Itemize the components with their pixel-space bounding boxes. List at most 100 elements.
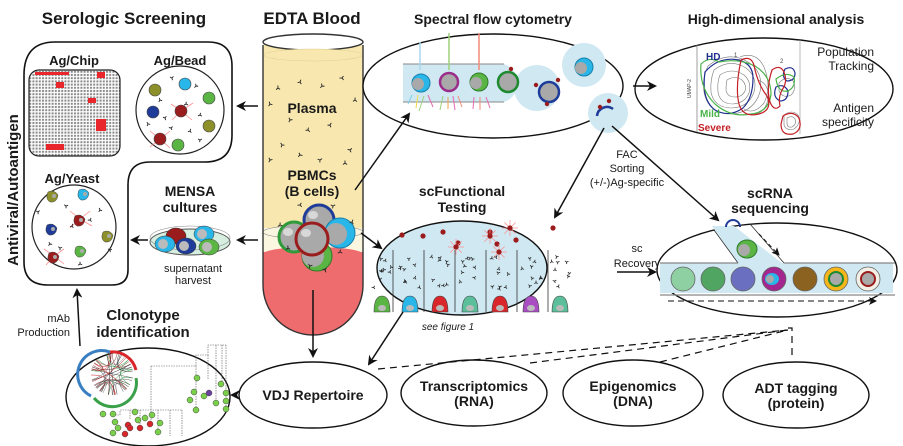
circos-chord xyxy=(120,360,131,386)
lineage-tree-branch xyxy=(195,345,227,410)
circos-plot xyxy=(76,349,138,409)
circos-chord xyxy=(91,359,104,371)
antibody-icon xyxy=(87,217,92,222)
mensa-petri-dish xyxy=(149,225,231,256)
epigenomics-label-line2: (DNA) xyxy=(613,393,653,409)
fac-sorting-line1: FAC xyxy=(616,149,637,161)
antiviral-autoantigen-label: Antiviral/Autoantigen xyxy=(5,114,22,266)
cell-nucleus xyxy=(378,305,386,311)
clonotype-title-line2: identification xyxy=(96,324,189,341)
antibody-icon xyxy=(297,152,303,158)
ag-bead-label: Ag/Bead xyxy=(154,53,207,68)
antibody-icon xyxy=(327,122,332,128)
antibody-icon xyxy=(534,280,538,285)
antibody-icon xyxy=(429,254,434,259)
arrow-pbmc-to-flow xyxy=(354,112,411,191)
lineage-node xyxy=(222,405,230,413)
lineage-node xyxy=(186,396,194,404)
antigen-marker xyxy=(507,225,513,231)
antigen-marker xyxy=(440,229,446,235)
circos-chord xyxy=(117,354,133,372)
antibody-icon xyxy=(520,266,525,271)
scrna-title-line1: scRNA xyxy=(747,185,793,201)
ag-chip-array xyxy=(28,69,121,157)
fac-sorting-line2: Sorting xyxy=(610,163,645,175)
antibody-icon xyxy=(471,257,475,261)
antibody-icon xyxy=(277,222,283,227)
pbmcs-label-line2: (B cells) xyxy=(285,183,339,199)
antigen-marker xyxy=(420,233,426,239)
antibody-icon xyxy=(398,266,402,271)
antibody-icon xyxy=(268,101,273,107)
scfunctional-title-line1: scFunctional xyxy=(419,183,505,199)
circos-chord xyxy=(92,357,126,382)
see-figure-caption: see figure 1 xyxy=(422,322,474,333)
antibody-icon xyxy=(462,264,467,268)
cluster-label-2: 2 xyxy=(780,59,784,65)
legend-hd: HD xyxy=(706,52,720,63)
lineage-node xyxy=(193,374,201,382)
antigen-marker xyxy=(399,232,405,238)
antibody-icon xyxy=(288,117,293,123)
antigen-specificity-line2: specificity xyxy=(822,115,874,129)
antibody-icon xyxy=(69,223,74,229)
antibody-icon xyxy=(339,75,344,81)
circos-chord xyxy=(94,353,110,368)
circos-chord xyxy=(95,381,116,395)
circos-chord xyxy=(91,364,131,381)
antibody-icon xyxy=(412,263,417,268)
ag-yeast-label: Ag/Yeast xyxy=(45,171,101,186)
antibody-icon xyxy=(437,283,441,288)
umap-axis-label: UMAP-2 xyxy=(687,79,693,98)
antigen-marker xyxy=(455,240,461,246)
antibody-icon xyxy=(431,278,436,283)
antibody-icon xyxy=(308,263,313,269)
antibody-icon xyxy=(458,279,463,284)
antibody-icon xyxy=(268,157,273,163)
legend-mild: Mild xyxy=(700,109,720,120)
antibody-icon xyxy=(322,267,327,273)
epigenomics-label-line1: Epigenomics xyxy=(589,378,676,394)
antibody-icon xyxy=(412,275,417,280)
lineage-node xyxy=(131,408,139,416)
antibody-icon xyxy=(402,268,407,272)
cell-nucleus xyxy=(496,305,504,311)
lineage-node xyxy=(99,410,107,418)
lineage-node xyxy=(136,424,144,432)
antibody-icon xyxy=(549,259,554,264)
circos-chord xyxy=(96,353,118,366)
circos-chord xyxy=(100,383,113,396)
circos-chord xyxy=(112,378,133,395)
antibody-icon xyxy=(417,285,422,290)
antibody-icon xyxy=(35,210,40,215)
lineage-node xyxy=(114,424,122,432)
antibody-icon xyxy=(489,256,494,260)
antibody-icon xyxy=(528,284,532,288)
antibody-icon xyxy=(382,267,387,272)
antibody-icon xyxy=(63,204,69,209)
circos-chord xyxy=(92,366,106,393)
ag-chip-label: Ag/Chip xyxy=(49,53,99,68)
lineage-node xyxy=(134,416,142,424)
antibody-icon xyxy=(280,142,285,148)
antibody-icon xyxy=(379,257,384,262)
mensa-title-line2: cultures xyxy=(163,199,218,215)
arrow-flow-to-scfunctional xyxy=(554,127,605,219)
ag-yeast-circle xyxy=(31,184,117,270)
antibody-icon xyxy=(406,257,411,262)
antibody-icon xyxy=(538,276,543,280)
antibody-icon xyxy=(445,259,449,264)
mab-production-line1: mAb xyxy=(47,313,70,325)
edta-blood-title: EDTA Blood xyxy=(263,9,360,28)
antibody-icon xyxy=(555,255,559,259)
antibody-icon xyxy=(285,245,291,250)
plasma-label: Plasma xyxy=(287,100,336,116)
sc-recovery-line1: sc xyxy=(632,243,644,255)
cell-nucleus xyxy=(527,305,535,311)
antigen-marker xyxy=(496,249,502,255)
antibody-icon xyxy=(330,204,336,209)
sc-recovery-line2: Recovery xyxy=(614,258,661,270)
dashed-omics-links xyxy=(377,327,793,370)
arrow-clonotype-to-serologic xyxy=(72,288,83,347)
lineage-node xyxy=(148,411,156,419)
